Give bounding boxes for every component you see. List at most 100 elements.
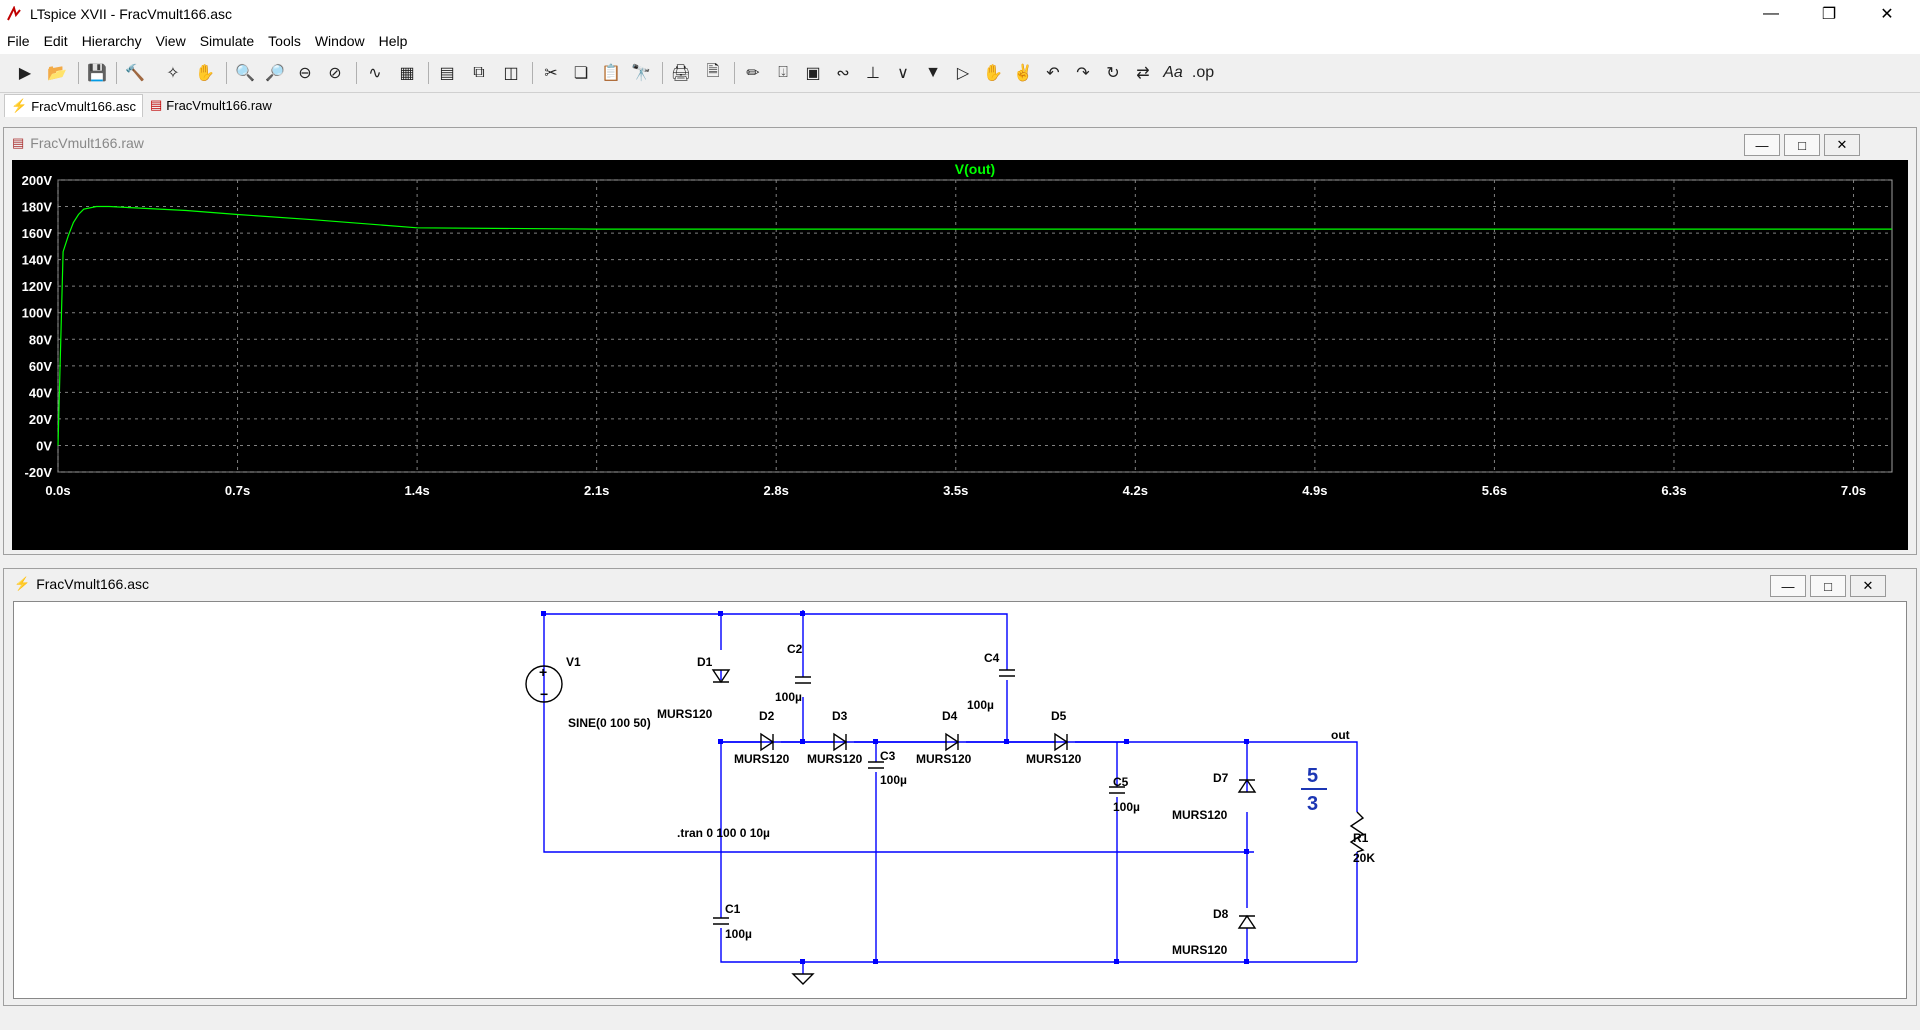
menu-window[interactable]: Window xyxy=(314,33,365,49)
waveform-plot[interactable]: 200V180V160V140V120V100V80V60V40V20V0V-2… xyxy=(12,160,1908,550)
menu-tools[interactable]: Tools xyxy=(268,33,301,49)
d3-model: MURS120 xyxy=(807,752,863,766)
capacitors xyxy=(713,669,1125,925)
autorange-icon[interactable]: ∿ xyxy=(368,65,382,82)
menu-help[interactable]: Help xyxy=(378,33,408,49)
close-icon[interactable]: ✕ xyxy=(1850,575,1886,597)
schematic-canvas[interactable]: + − xyxy=(13,601,1907,999)
waveform-window-title: FracVmult166.raw xyxy=(30,135,144,151)
d5-label: D5 xyxy=(1051,709,1067,723)
zoom-full-icon[interactable]: 🔎 xyxy=(265,65,285,82)
minimize-icon[interactable]: — xyxy=(1770,575,1806,597)
menu-file[interactable]: File xyxy=(7,33,30,49)
voltage-source-v1 xyxy=(525,665,563,703)
diode-icon[interactable]: ▼ xyxy=(925,64,941,81)
c4-label: C4 xyxy=(984,651,1000,665)
tab-waveform[interactable]: ▤ FracVmult166.raw xyxy=(144,94,278,116)
junction-dots xyxy=(541,611,1249,964)
zoom-out-icon[interactable]: ⊖ xyxy=(298,65,312,82)
schematic-icon: ⚡ xyxy=(14,576,31,591)
ground-icon[interactable]: ⍗ xyxy=(778,64,788,81)
component-icon[interactable]: ▷ xyxy=(956,65,970,82)
document-tabs: ⚡ FracVmult166.asc ▤ FracVmult166.raw xyxy=(0,93,1920,117)
print-icon[interactable]: 🖨 xyxy=(670,65,692,82)
minus-sign: − xyxy=(540,686,548,702)
c5-label: C5 xyxy=(1113,775,1129,789)
restore-icon[interactable]: ❐ xyxy=(1821,6,1837,23)
draw-wire-icon[interactable]: ✏ xyxy=(746,65,760,82)
spice-directive-icon[interactable]: .op xyxy=(1191,64,1215,81)
plot-frame xyxy=(57,179,1893,473)
c2-label: C2 xyxy=(787,642,803,656)
minimize-icon[interactable]: — xyxy=(1763,5,1779,22)
d5-model: MURS120 xyxy=(1026,752,1082,766)
cut-icon[interactable]: ✂ xyxy=(544,65,558,82)
d8-model: MURS120 xyxy=(1172,943,1228,957)
x-tick-label: 6.3s xyxy=(1661,483,1686,498)
text-icon[interactable]: Aa xyxy=(1163,64,1183,81)
rotate-icon[interactable]: ↻ xyxy=(1106,65,1120,82)
control-panel-icon[interactable]: 🔨 xyxy=(125,65,145,82)
resistor-icon[interactable]: ∾ xyxy=(836,65,850,82)
undo-icon[interactable]: ↶ xyxy=(1046,65,1060,82)
menu-hierarchy[interactable]: Hierarchy xyxy=(81,33,142,49)
window-title: LTspice XVII - FracVmult166.asc xyxy=(30,6,233,22)
redo-icon[interactable]: ↷ xyxy=(1076,65,1090,82)
tile-horizontal-icon[interactable]: ▤ xyxy=(439,65,455,82)
x-tick-label: 3.5s xyxy=(943,483,968,498)
waveform-icon: ▤ xyxy=(12,135,25,150)
y-tick-label: 180V xyxy=(22,200,53,215)
move-hand-icon[interactable]: ✋ xyxy=(983,65,1003,82)
capacitor-icon[interactable]: ⊥ xyxy=(866,65,880,82)
print-preview-icon[interactable]: 🗎 xyxy=(706,62,720,80)
d1-label: D1 xyxy=(697,655,713,669)
d7-label: D7 xyxy=(1213,771,1229,785)
schematic-window-header: ⚡ FracVmult166.asc — □ ✕ xyxy=(4,569,1916,599)
r1-label: R1 xyxy=(1353,831,1369,845)
zoom-in-icon[interactable]: 🔍 xyxy=(235,65,255,82)
trace-label: V(out) xyxy=(955,161,995,177)
find-icon[interactable]: 🔭 xyxy=(631,65,651,82)
cascade-icon[interactable]: ⧉ xyxy=(473,64,485,81)
tile-vertical-icon[interactable]: ◫ xyxy=(503,65,519,82)
menu-view[interactable]: View xyxy=(155,33,186,49)
maximize-icon[interactable]: □ xyxy=(1784,134,1820,156)
zoom-cancel-icon[interactable]: ⊘ xyxy=(328,65,342,82)
menu-edit[interactable]: Edit xyxy=(43,33,68,49)
schematic-drawing[interactable]: + − xyxy=(14,602,1906,998)
minimize-icon[interactable]: — xyxy=(1744,134,1780,156)
d1-model: MURS120 xyxy=(657,707,713,721)
menu-simulate[interactable]: Simulate xyxy=(199,33,255,49)
inductor-icon[interactable]: ∨ xyxy=(897,65,909,82)
open-folder-icon[interactable]: 📂 xyxy=(47,65,67,82)
fraction-numerator: 5 xyxy=(1307,765,1318,787)
label-net-icon[interactable]: ▣ xyxy=(805,65,821,82)
r1-value: 20K xyxy=(1353,851,1375,865)
c2-value: 100µ xyxy=(775,690,802,704)
y-tick-label: 120V xyxy=(22,279,53,294)
save-icon[interactable]: 💾 xyxy=(87,65,107,82)
x-tick-label: 5.6s xyxy=(1482,483,1507,498)
x-tick-label: 2.8s xyxy=(764,483,789,498)
c1-value: 100µ xyxy=(725,927,752,941)
paste-icon[interactable]: 📋 xyxy=(601,65,621,82)
v1-label: V1 xyxy=(566,655,581,669)
run-icon[interactable]: ▶ xyxy=(18,65,32,82)
ground-symbol xyxy=(791,973,815,985)
x-tick-label: 4.2s xyxy=(1123,483,1148,498)
mirror-icon[interactable]: ⇄ xyxy=(1136,65,1150,82)
close-icon[interactable]: ✕ xyxy=(1824,134,1860,156)
tran-directive[interactable]: .tran 0 100 0 10µ xyxy=(677,826,770,840)
tab-schematic[interactable]: ⚡ FracVmult166.asc xyxy=(4,94,143,117)
maximize-icon[interactable]: □ xyxy=(1810,575,1846,597)
drag-hand-icon[interactable]: ✌ xyxy=(1013,65,1033,82)
close-icon[interactable]: ✕ xyxy=(1880,6,1894,23)
run-simulation-icon[interactable]: ✧ xyxy=(166,65,180,82)
d4-label: D4 xyxy=(942,709,958,723)
pan-hand-icon[interactable]: ✋ xyxy=(195,65,215,82)
grid-icon[interactable]: ▦ xyxy=(399,65,415,82)
trace-vout xyxy=(57,205,1892,446)
copy-icon[interactable]: ❏ xyxy=(573,65,589,82)
d8-label: D8 xyxy=(1213,907,1229,921)
